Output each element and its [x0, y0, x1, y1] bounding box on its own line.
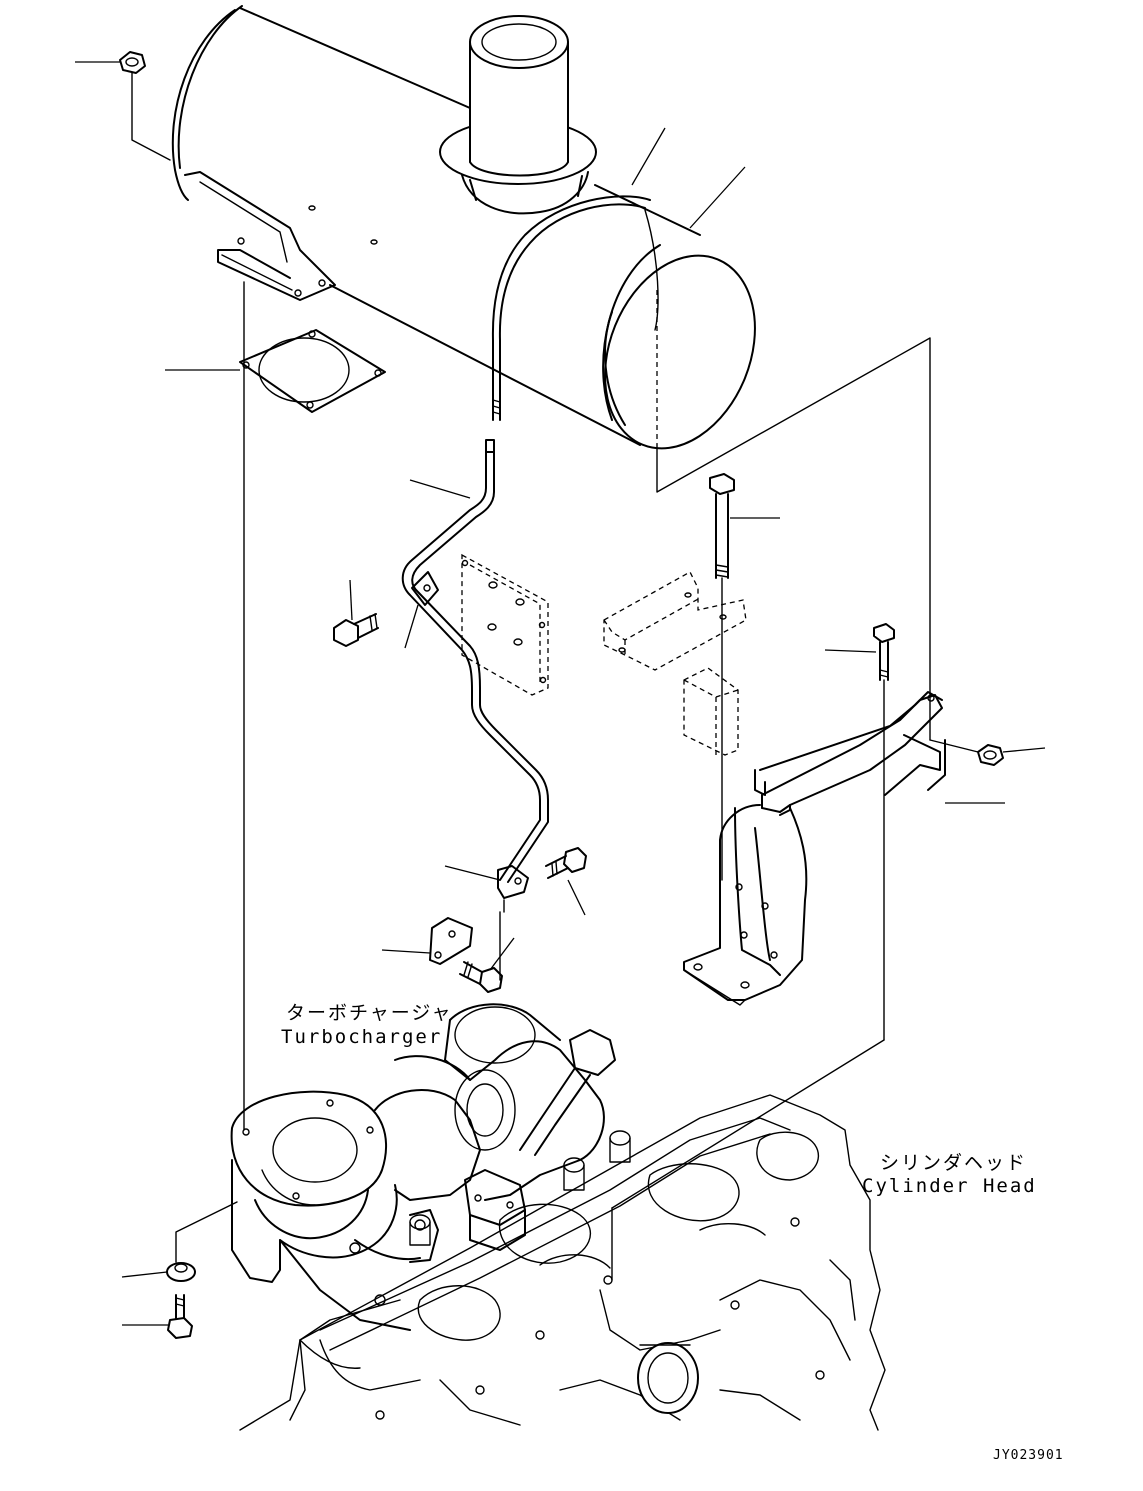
- cylinder-head-label-jp: シリンダヘッド: [880, 1152, 1028, 1174]
- channel-bracket: [603, 571, 747, 671]
- leader-lines: [75, 61, 1046, 1326]
- muffler-stand-bracket: [683, 691, 946, 1006]
- gasket-icon: [239, 329, 386, 413]
- clamp-plate: [429, 917, 473, 965]
- bolt-icon: [545, 847, 587, 879]
- bolt-icon: [459, 961, 503, 993]
- turbocharger-icon: [230, 1003, 616, 1331]
- assembly-lines: [131, 71, 979, 1281]
- turbocharger-label-jp: ターボチャージャ: [286, 1002, 453, 1024]
- turbocharger-label-en: Turbocharger: [281, 1026, 443, 1048]
- pipe-icon: [401, 195, 659, 913]
- bolt-icon: [709, 473, 735, 579]
- nut-icon: [119, 51, 146, 74]
- muffler-icon: [171, 5, 756, 450]
- cylinder-head-label-en: Cylinder Head: [862, 1175, 1037, 1197]
- spacer-block: [683, 667, 739, 756]
- bolt-icon: [333, 613, 379, 647]
- bracket-icon: [461, 553, 549, 696]
- bolt-icon: [167, 1294, 193, 1339]
- washer-icon: [166, 1262, 196, 1282]
- nut-icon: [977, 744, 1004, 766]
- bolt-icon: [873, 623, 895, 681]
- muffler-outlet-pipe: [439, 15, 597, 215]
- cylinder-head-icon: [239, 1094, 886, 1431]
- drawing-code: JY023901: [993, 1448, 1064, 1463]
